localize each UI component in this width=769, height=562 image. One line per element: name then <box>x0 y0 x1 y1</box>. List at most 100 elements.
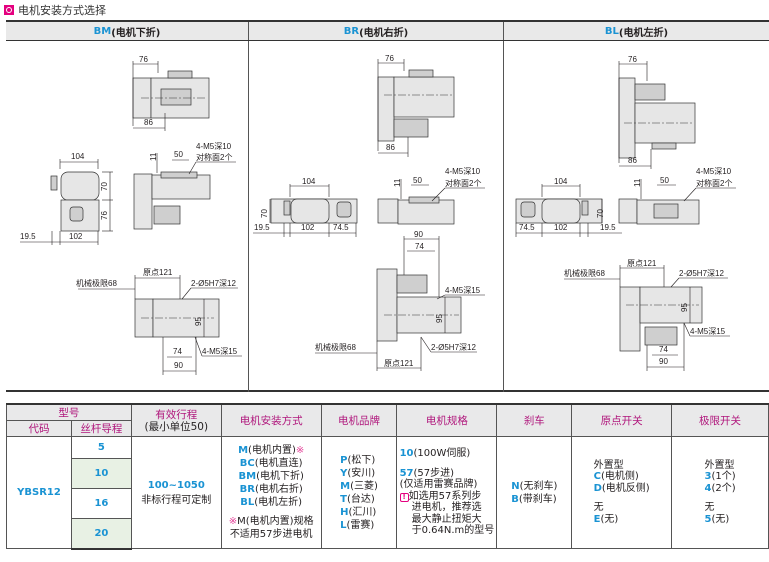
section-title: 电机安装方式选择 <box>4 3 106 17</box>
stroke-cell: 100~1050 非标行程可定制 <box>130 436 222 549</box>
bm-note-m5-10: 4-M5深10 <box>196 142 232 151</box>
lead-option: 16 <box>70 488 132 519</box>
header-spec: 电机规格 <box>396 403 498 437</box>
mount-diagram-table: BM(电机下折) BR(电机右折) BL(电机左折) 76 86 <box>6 20 769 392</box>
bm-dim-front-h2: 76 <box>100 211 109 220</box>
br-note-m5-10: 4-M5深10 <box>445 167 481 176</box>
br-dim-front-h1: 70 <box>260 209 269 218</box>
diagram-br: 76 86 104 70 19.5 102 <box>249 41 504 392</box>
bl-plan-view: 原点121 机械极限68 2-Ø5H7深12 95 4-M5深15 74 90 <box>564 259 730 371</box>
bl-note-m5-10: 4-M5深10 <box>696 167 732 176</box>
br-dim-front-bottom: 102 <box>301 223 315 232</box>
lead-option: 10 <box>70 458 132 489</box>
br-note-m5-15: 4-M5深15 <box>445 286 481 295</box>
mount-option-m: M(电机内置)※ <box>238 445 305 456</box>
bl-dim-side-gap: 11 <box>633 178 642 187</box>
bl-dim-90: 90 <box>659 357 668 366</box>
br-dim-front-width: 104 <box>302 177 316 186</box>
bl-dim-top-width: 76 <box>628 55 637 64</box>
bl-dim-origin: 原点121 <box>627 259 657 268</box>
br-dim-side-gap: 11 <box>393 178 402 187</box>
bl-dim-side-pitch: 50 <box>660 176 669 185</box>
bl-dim-front-left: 74.5 <box>519 223 535 232</box>
bl-top-view: 76 86 <box>618 55 696 169</box>
br-side-view: 11 50 4-M5深10 对称面2个 <box>377 167 485 225</box>
brand-option: T(台达) <box>340 493 375 505</box>
bl-dim-plan-height: 95 <box>680 303 689 312</box>
bl-dim-limit: 机械极限68 <box>564 268 605 278</box>
diagram-bl: 76 86 104 70 74.5 102 <box>504 41 769 392</box>
br-drawing: 76 86 104 70 19.5 102 <box>253 54 485 371</box>
br-front-view: 104 70 19.5 102 74.5 <box>253 177 358 237</box>
bm-note-sym: 对称面2个 <box>196 152 232 162</box>
br-dim-top-width: 76 <box>385 54 394 63</box>
header-origin: 原点开关 <box>571 403 673 437</box>
bm-side-view: 11 50 4-M5深10 对称面2个 <box>133 142 236 230</box>
header-mount: 电机安装方式 <box>220 403 322 437</box>
brand-option: L(雷赛) <box>340 519 375 531</box>
bm-dim-top-bottom: 86 <box>144 118 153 127</box>
motor-spec-57: 57(57步进) <box>399 467 455 479</box>
lead-option: 5 <box>70 436 132 459</box>
bm-dim-front-bottom: 102 <box>69 232 83 241</box>
bm-dim-limit: 机械极限68 <box>76 278 117 288</box>
br-dim-front-left: 19.5 <box>254 223 270 232</box>
br-dim-top-bottom: 86 <box>386 143 395 152</box>
diagram-header-br: BR(电机右折) <box>249 22 504 40</box>
mount-cell: M(电机内置)※ BC(电机直连) BM(电机下折) BR(电机右折) BL(电… <box>220 436 322 549</box>
motor-spec-cell: 10(100W伺服) 57(57步进) (仅适用雷赛品牌) !如选用57系列步 … <box>396 436 498 549</box>
mount-note: ※M(电机内置)规格 <box>228 516 314 527</box>
origin-option-e: E(无) <box>593 513 619 525</box>
bm-note-m5-15: 4-M5深15 <box>202 347 238 356</box>
mount-option-bl: BL(电机左折) <box>240 497 303 508</box>
section-title-text: 电机安装方式选择 <box>18 4 106 17</box>
bm-dim-74: 74 <box>173 347 182 356</box>
bl-dim-front-width: 104 <box>554 177 568 186</box>
bm-dim-front-h1: 70 <box>100 182 109 191</box>
mount-note-line2: 不适用57步进电机 <box>229 529 313 540</box>
bm-plan-view: 原点121 机械极限68 2-Ø5H7深12 95 74 90 4-M5深15 <box>76 268 242 375</box>
limit-option-5: 5(无) <box>704 513 730 525</box>
br-dim-side-pitch: 50 <box>413 176 422 185</box>
br-dim-74: 74 <box>415 242 424 251</box>
diagram-header-bl: BL(电机左折) <box>604 25 669 39</box>
header-limit: 极限开关 <box>671 403 769 437</box>
brake-cell: N(无刹车) B(带刹车) <box>496 436 573 549</box>
br-note-pin: 2-Ø5H7深12 <box>431 343 476 352</box>
brake-option-n: N(无刹车) <box>511 480 558 492</box>
motor-spec-57-sub: (仅适用雷赛品牌) <box>399 479 478 491</box>
br-plan-view: 90 74 4-M5深15 95 机械极限68 2-Ø5H7深12 <box>315 230 485 371</box>
bm-dim-origin: 原点121 <box>143 268 173 277</box>
lead-option: 20 <box>70 518 132 550</box>
bl-dim-top-bottom: 86 <box>628 156 637 165</box>
origin-switch-cell: 外置型 C(电机侧) D(电机反侧) 无 E(无) <box>571 436 673 549</box>
header-model: 型号 <box>6 403 132 421</box>
header-stroke: 有效行程(最小单位50) <box>130 403 222 437</box>
bm-drawing: 76 86 104 70 76 <box>20 55 242 375</box>
bm-dim-front-width: 104 <box>71 152 85 161</box>
bm-dim-side-pitch: 50 <box>174 150 183 159</box>
brand-option: P(松下) <box>340 454 376 466</box>
bm-front-view: 104 70 76 19.5 102 <box>20 152 113 245</box>
bl-note-m5-15: 4-M5深15 <box>690 327 726 336</box>
diagram-bm: 76 86 104 70 76 <box>6 41 249 392</box>
header-code: 代码 <box>6 420 72 437</box>
bl-front-view: 104 70 74.5 102 19.5 <box>515 177 622 237</box>
bl-note-pin: 2-Ø5H7深12 <box>679 269 724 278</box>
br-dim-origin: 原点121 <box>384 359 414 368</box>
br-note-sym: 对称面2个 <box>445 178 481 188</box>
header-brake: 刹车 <box>496 403 573 437</box>
bm-dim-front-left: 19.5 <box>20 232 36 241</box>
bl-drawing: 76 86 104 70 74.5 102 <box>515 55 736 371</box>
limit-option-4: 4(2个) <box>704 482 736 494</box>
brand-cell: P(松下) Y(安川) M(三菱) T(台达) H(汇川) L(雷赛) <box>320 436 398 549</box>
section-marker-icon <box>4 5 14 15</box>
motor-spec-note: !如选用57系列步 <box>399 491 495 503</box>
bm-dim-side-gap: 11 <box>149 152 158 161</box>
header-brand: 电机品牌 <box>320 403 398 437</box>
bl-dim-front-bottom: 102 <box>554 223 568 232</box>
bm-note-pin: 2-Ø5H7深12 <box>191 279 236 288</box>
motor-spec-10: 10(100W伺服) <box>399 448 471 460</box>
bl-note-sym: 对称面2个 <box>696 178 732 188</box>
bm-dim-plan-height: 95 <box>194 317 203 326</box>
